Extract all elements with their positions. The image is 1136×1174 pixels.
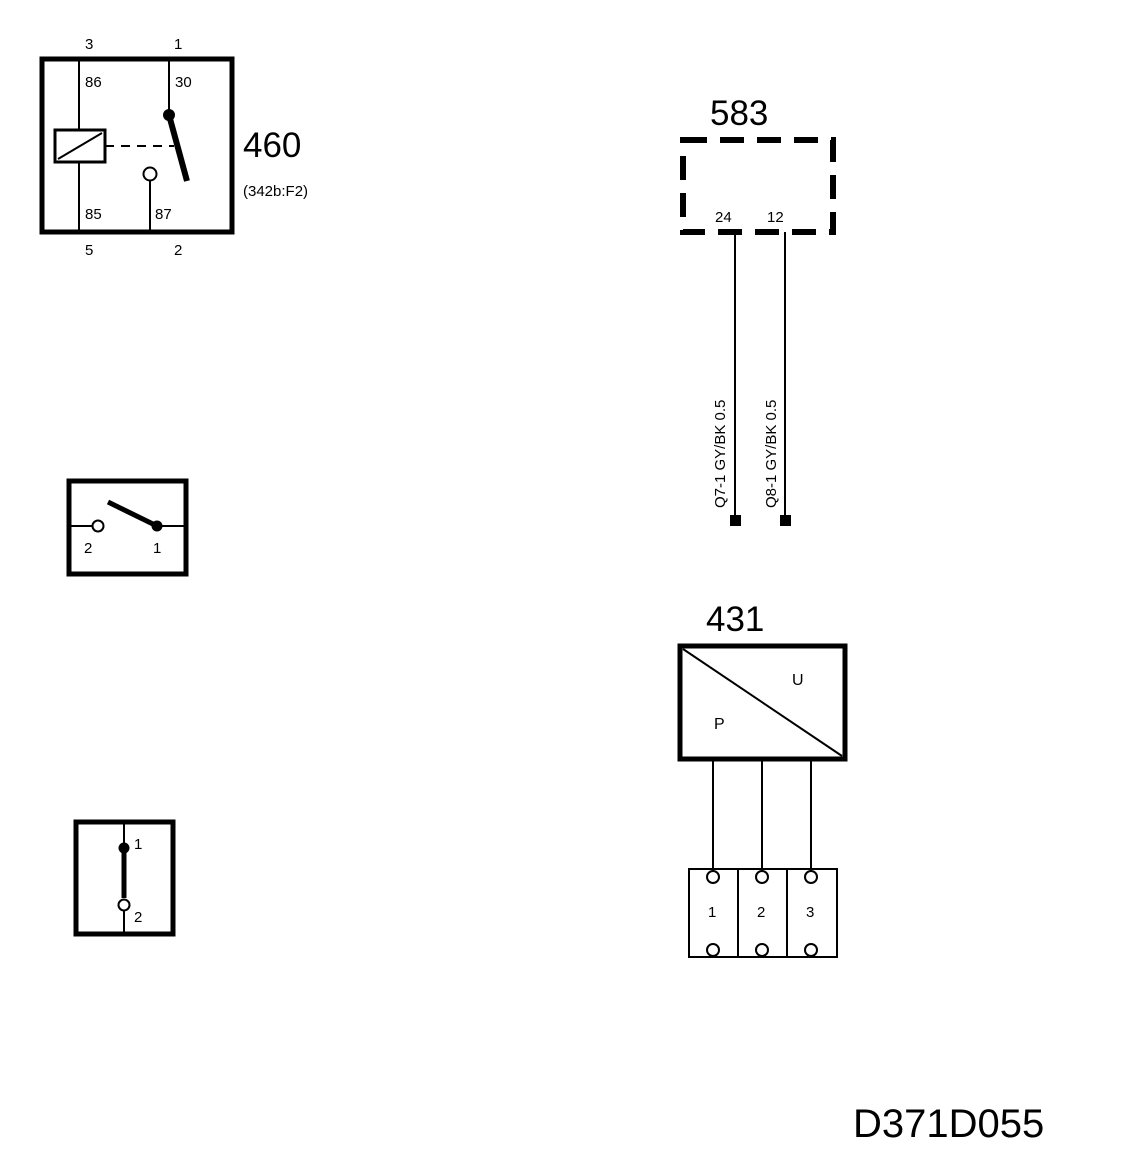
relay-pin-bottom-left: 5	[85, 242, 93, 259]
relay-pin-top-right: 1	[174, 36, 182, 53]
switch-horizontal-housing	[66, 478, 189, 577]
relay-terminal-30: 30	[175, 74, 192, 91]
relay-housing	[39, 56, 235, 235]
switch-horizontal-pin-left: 2	[84, 540, 92, 557]
switch-vertical-pin-bottom: 2	[134, 909, 142, 926]
relay-460: 3 1 86 30 85 87 5 2 460 (342b:F2)	[39, 36, 308, 259]
switch-horizontal-contact-2	[91, 519, 105, 533]
relay-terminal-85: 85	[85, 206, 102, 223]
switch-vertical-pin-top: 1	[134, 836, 142, 853]
relay-contact-87	[142, 166, 158, 182]
module-583: 583 24 12 Q7-1 GY/BK 0.5 Q8-1 GY/BK 0.5	[680, 94, 836, 526]
wire-q7-1-label: Q7-1 GY/BK 0.5	[712, 400, 729, 508]
sensor-label-u: U	[792, 672, 804, 689]
diagram-id: D371D055	[853, 1102, 1044, 1146]
switch-horizontal: 2 1	[66, 478, 189, 577]
sensor-431: 431 U P 1 2 3	[677, 600, 848, 958]
wire-q8-1-label: Q8-1 GY/BK 0.5	[763, 400, 780, 508]
connector-pin-2: 2	[757, 904, 765, 921]
relay-terminal-87: 87	[155, 206, 172, 223]
module-583-housing	[680, 137, 836, 235]
relay-pin-bottom-right: 2	[174, 242, 182, 259]
wire-q7-1-end	[730, 515, 741, 526]
module-583-pin-12: 12	[767, 209, 784, 226]
relay-terminal-86: 86	[85, 74, 102, 91]
relay-contact-arm	[166, 114, 190, 182]
module-583-id: 583	[710, 94, 768, 133]
switch-vertical-contact-2	[117, 898, 131, 912]
wire-q8-1-end	[780, 515, 791, 526]
module-583-pin-24: 24	[715, 209, 732, 226]
switch-horizontal-arm	[106, 499, 159, 529]
relay-ref: (342b:F2)	[243, 183, 308, 200]
sensor-431-id: 431	[706, 600, 764, 639]
sensor-connector	[688, 868, 838, 958]
relay-id: 460	[243, 126, 301, 165]
switch-horizontal-pin-right: 1	[153, 540, 161, 557]
connector-pin-3: 3	[806, 904, 814, 921]
connector-pin-1: 1	[708, 904, 716, 921]
sensor-label-p: P	[714, 716, 725, 733]
relay-pin-top-left: 3	[85, 36, 93, 53]
switch-vertical: 1 2	[73, 819, 176, 937]
